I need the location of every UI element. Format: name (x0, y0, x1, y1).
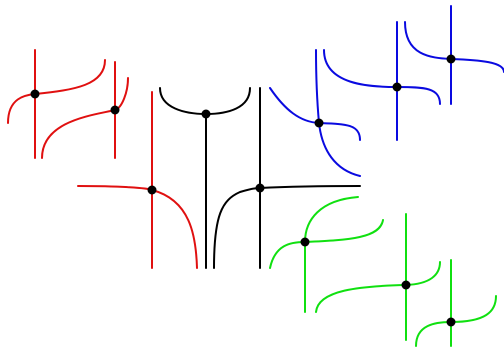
red-vertex (30, 89, 40, 99)
blue-vertex (314, 118, 324, 128)
red-vertex (147, 185, 157, 195)
red-vertex (110, 105, 120, 115)
green-s-curve (269, 219, 384, 269)
black-hyperbola-curve (213, 185, 361, 269)
green-s-curve (315, 261, 441, 313)
green-vertex (446, 317, 456, 327)
red-s-curve (7, 59, 106, 124)
green-s-curve (415, 295, 497, 347)
blue-vertex (446, 54, 456, 64)
green-vertex (401, 280, 411, 290)
black-vertex (255, 183, 265, 193)
red-strand-group (7, 49, 198, 269)
blue-s-curve (269, 87, 361, 141)
black-vertex (201, 109, 211, 119)
green-strand-group (269, 196, 497, 347)
blue-vertex (392, 82, 402, 92)
blue-strand-group (269, 5, 504, 177)
blue-s-curve (404, 21, 504, 73)
green-s-curve (304, 196, 359, 243)
green-vertex (300, 237, 310, 247)
black-strand-group (159, 87, 361, 269)
red-hyperbola-curve (77, 185, 198, 269)
blue-s-curve (323, 49, 441, 105)
blue-s-curve (315, 49, 361, 177)
